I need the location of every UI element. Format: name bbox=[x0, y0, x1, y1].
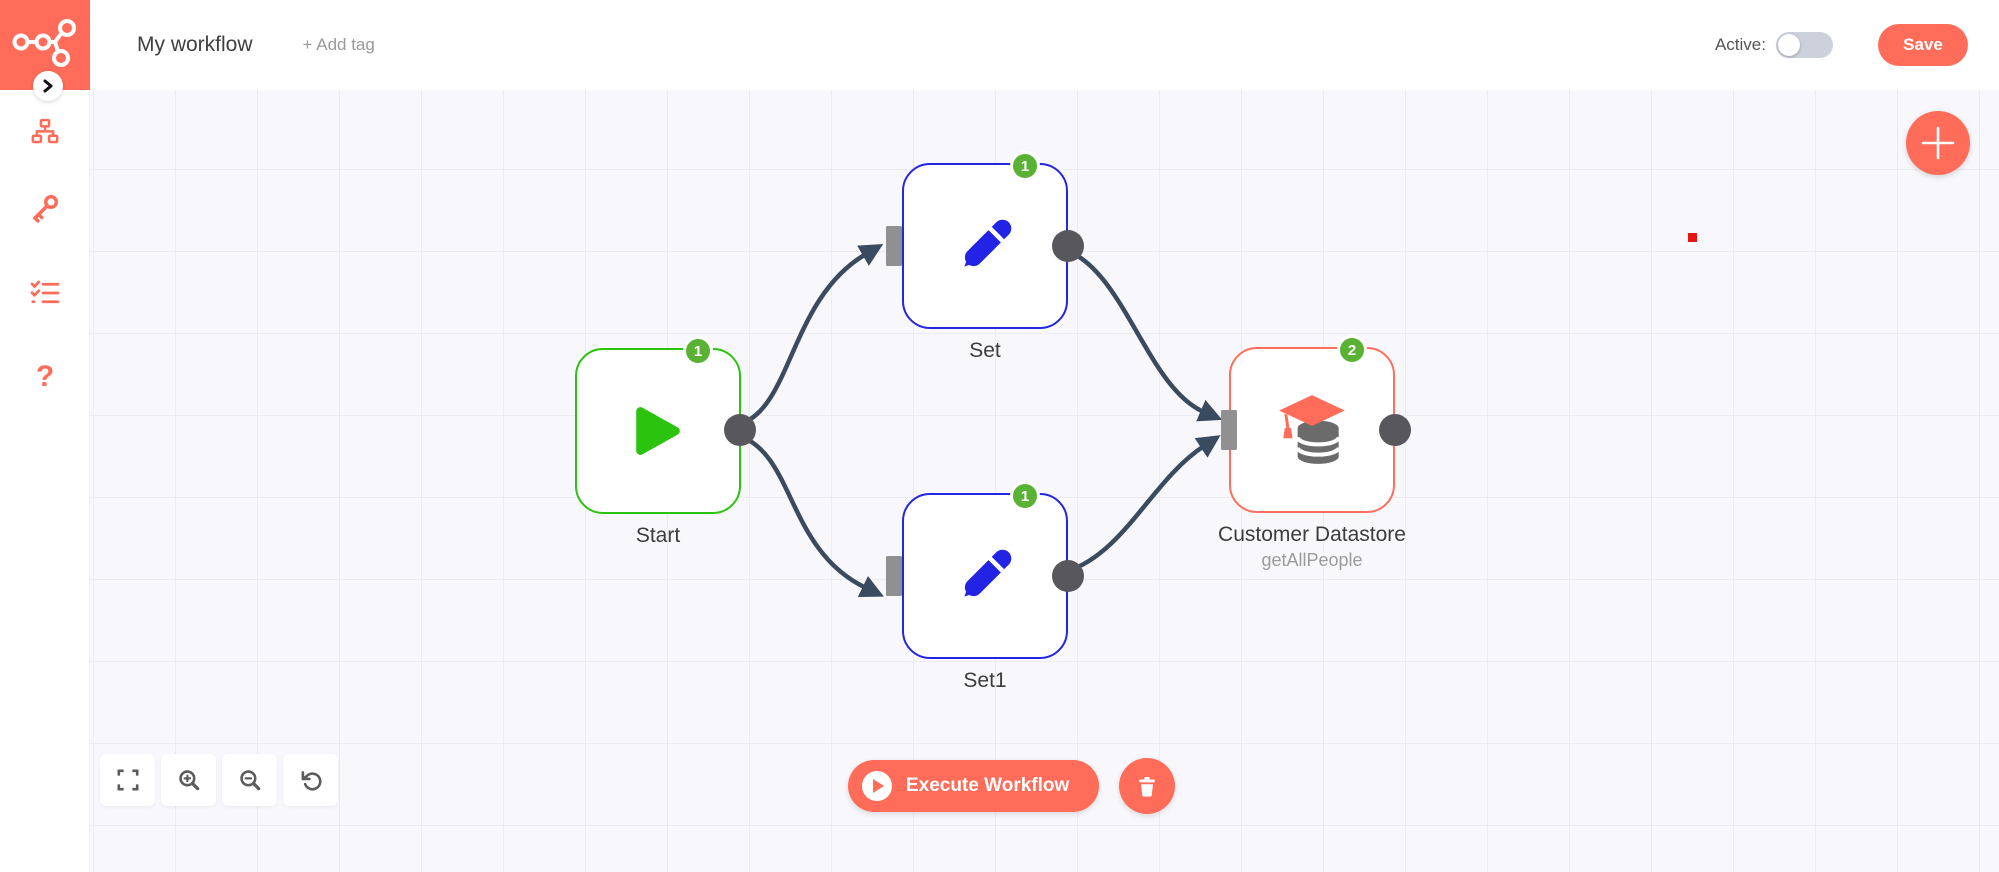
zoom-to-fit-icon bbox=[116, 769, 139, 791]
node-start[interactable]: 1 Start bbox=[575, 336, 741, 547]
run-controls: Execute Workflow bbox=[848, 758, 1176, 814]
node-set-label: Set bbox=[969, 339, 1001, 362]
pencil-icon bbox=[964, 219, 1012, 267]
node-customer-datastore[interactable]: 2 Customer Datastore getAllPeople bbox=[1218, 335, 1406, 570]
zoom-to-fit-button[interactable] bbox=[100, 754, 155, 806]
zoom-toolbar bbox=[100, 754, 338, 806]
node-customer-datastore-label: Customer Datastore bbox=[1218, 523, 1406, 546]
plus-icon bbox=[1921, 126, 1955, 160]
input-port-set1[interactable] bbox=[886, 556, 902, 596]
save-button[interactable]: Save bbox=[1878, 24, 1968, 66]
input-port-set[interactable] bbox=[886, 226, 902, 266]
node-start-label: Start bbox=[635, 524, 681, 547]
workflow-tree-icon bbox=[31, 118, 59, 144]
add-tag-button[interactable]: + Add tag bbox=[302, 35, 375, 54]
checklist-icon bbox=[30, 280, 60, 304]
execute-workflow-label: Execute Workflow bbox=[906, 775, 1070, 796]
delete-workflow-button[interactable] bbox=[1119, 758, 1176, 814]
workflow-title[interactable]: My workflow bbox=[137, 33, 253, 56]
red-marker-dot bbox=[1688, 233, 1697, 242]
add-node-button[interactable] bbox=[1906, 111, 1970, 175]
graduation-database-icon bbox=[1279, 395, 1345, 464]
active-toggle-label: Active: bbox=[1714, 35, 1766, 54]
chevron-right-icon bbox=[43, 79, 53, 93]
key-icon bbox=[33, 195, 58, 223]
sidebar-item-help[interactable]: ? bbox=[0, 355, 90, 399]
node-set1-label: Set1 bbox=[963, 669, 1007, 692]
node-set1[interactable]: 1 Set1 bbox=[902, 481, 1068, 692]
active-toggle[interactable] bbox=[1776, 32, 1833, 58]
sidebar: ? bbox=[0, 0, 90, 872]
n8n-logo-icon bbox=[12, 19, 76, 67]
execute-play-icon bbox=[862, 771, 892, 801]
sidebar-collapse-button[interactable] bbox=[33, 71, 63, 101]
zoom-out-button[interactable] bbox=[222, 754, 277, 806]
reset-zoom-icon bbox=[301, 771, 322, 791]
active-toggle-knob bbox=[1778, 34, 1800, 56]
reset-zoom-button[interactable] bbox=[283, 754, 338, 806]
zoom-out-icon bbox=[239, 770, 260, 791]
node-customer-datastore-run-badge: 2 bbox=[1337, 335, 1367, 365]
sidebar-item-credentials[interactable] bbox=[0, 186, 90, 230]
zoom-in-icon bbox=[178, 770, 199, 791]
sidebar-item-workflows[interactable] bbox=[0, 110, 90, 154]
execute-workflow-button[interactable]: Execute Workflow bbox=[848, 760, 1100, 812]
top-header: My workflow + Add tag Active: Save bbox=[90, 0, 1999, 90]
connection-start-to-set1[interactable] bbox=[739, 433, 884, 598]
connection-set-to-datastore[interactable] bbox=[1067, 248, 1223, 422]
trash-icon bbox=[1139, 777, 1156, 797]
zoom-in-button[interactable] bbox=[161, 754, 216, 806]
node-start-run-badge: 1 bbox=[683, 336, 713, 366]
pencil-icon bbox=[964, 549, 1012, 597]
node-set[interactable]: 1 Set bbox=[902, 151, 1068, 362]
node-set-run-badge: 1 bbox=[1010, 151, 1040, 181]
node-set1-run-badge: 1 bbox=[1010, 481, 1040, 511]
question-mark-icon: ? bbox=[35, 360, 55, 393]
play-icon bbox=[636, 407, 680, 455]
workflow-canvas[interactable]: 1 Start 1 Set 1 Set1 bbox=[90, 90, 1999, 872]
sidebar-item-executions[interactable] bbox=[0, 271, 90, 315]
node-customer-datastore-operation: getAllPeople bbox=[1261, 550, 1363, 570]
